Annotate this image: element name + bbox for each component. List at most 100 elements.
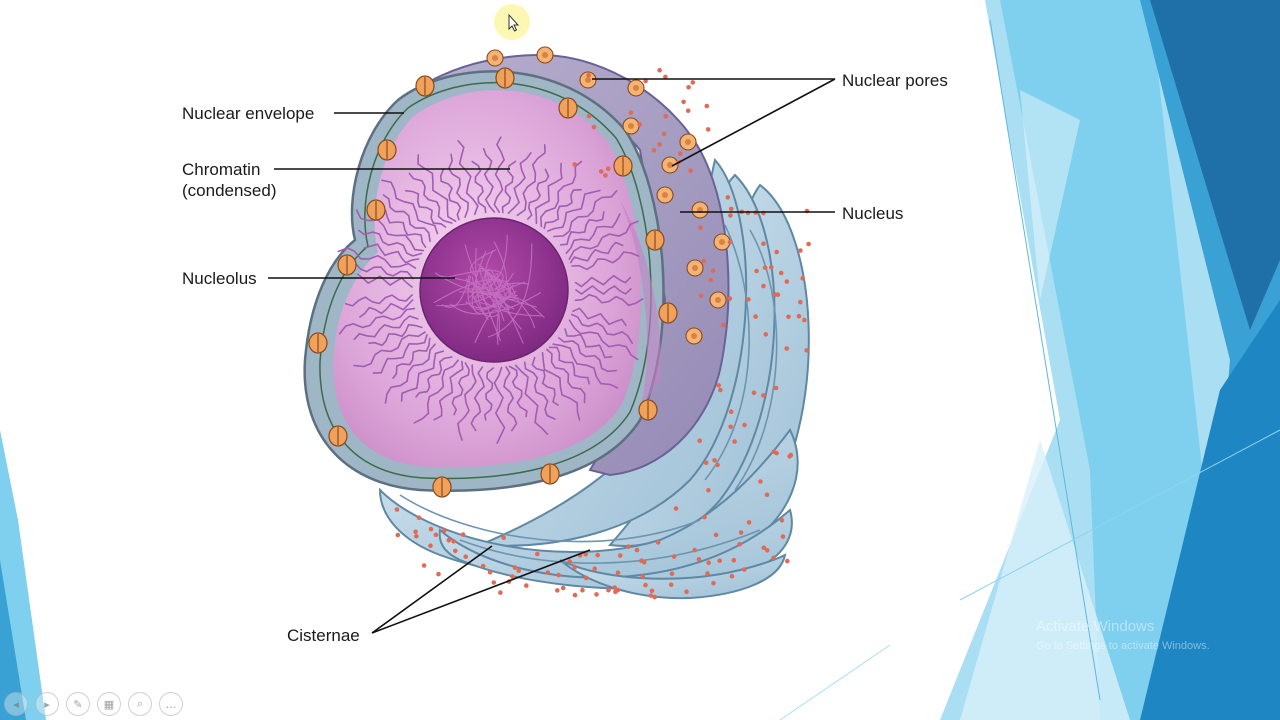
magnifier-icon: ⌕ bbox=[136, 697, 144, 710]
ribosome-dot bbox=[708, 277, 713, 283]
ribosome-dot bbox=[721, 322, 726, 328]
ribosome-dot bbox=[712, 458, 717, 463]
ribosome-dot bbox=[655, 540, 661, 545]
ribosome-dot bbox=[761, 393, 766, 398]
pen-button[interactable]: ✎ bbox=[66, 692, 90, 716]
ribosome-dot bbox=[697, 438, 702, 444]
ribosome-dot bbox=[727, 239, 733, 245]
ribosome-dot bbox=[785, 558, 790, 564]
ribosome-dot bbox=[640, 574, 645, 579]
ribosome-dot bbox=[738, 530, 744, 535]
ribosome-dot bbox=[512, 565, 518, 570]
ribosome-dot bbox=[572, 564, 578, 570]
ribosome-dot bbox=[706, 488, 711, 493]
nuclear-pore bbox=[709, 291, 727, 309]
ribosome-dot bbox=[395, 532, 401, 538]
ribosome-dot bbox=[746, 297, 751, 302]
nuclear-pore bbox=[308, 332, 328, 354]
ribosome-dot bbox=[606, 587, 611, 593]
ribosome-dot bbox=[657, 142, 662, 147]
ribosome-dot bbox=[634, 547, 640, 553]
ribosome-dot bbox=[516, 568, 521, 573]
ribosome-dot bbox=[702, 514, 707, 520]
ribosome-dot bbox=[705, 571, 710, 576]
ribosome-dot bbox=[524, 583, 529, 588]
activation-watermark-subtitle: Go to Settings to activate Windows. bbox=[1036, 640, 1210, 652]
prev-slide-button[interactable]: ◂ bbox=[4, 692, 28, 716]
nuclear-pore bbox=[656, 186, 674, 204]
ribosome-dot bbox=[615, 570, 621, 575]
ribosome-dot bbox=[498, 590, 503, 595]
next-slide-button[interactable]: ▸ bbox=[35, 692, 59, 716]
label-nucleus: Nucleus bbox=[842, 204, 904, 223]
ribosome-dot bbox=[713, 532, 719, 538]
pen-icon: ✎ bbox=[73, 697, 83, 711]
label-chromatin: Chromatin bbox=[182, 160, 261, 179]
nuclear-pore bbox=[536, 46, 554, 64]
ribosome-dot bbox=[584, 575, 589, 581]
ribosome-dot bbox=[692, 547, 697, 553]
ribosome-dot bbox=[428, 543, 433, 548]
ribosome-dot bbox=[510, 574, 515, 579]
ribosome-dot bbox=[784, 279, 790, 284]
nuclear-pore bbox=[658, 302, 678, 324]
nuclear-pore bbox=[638, 399, 658, 421]
ribosome-dot bbox=[779, 518, 785, 523]
ribosome-dot bbox=[780, 534, 786, 539]
mouse-cursor-icon bbox=[494, 4, 530, 40]
ribosome-dot bbox=[784, 346, 789, 351]
zoom-button[interactable]: ⌕ bbox=[128, 692, 152, 716]
nuclear-pore bbox=[685, 327, 703, 345]
ribosome-dot bbox=[651, 148, 657, 153]
label-cisternae: Cisternae bbox=[287, 626, 360, 645]
nuclear-pore bbox=[613, 155, 633, 177]
nuclear-pore bbox=[540, 463, 560, 485]
ribosome-dot bbox=[669, 571, 675, 576]
activation-watermark-title: Activate Windows bbox=[1036, 618, 1155, 635]
ribosome-dot bbox=[698, 293, 704, 299]
nuclear-pore bbox=[558, 97, 578, 119]
ribosome-dot bbox=[637, 122, 642, 127]
nuclear-pore-group bbox=[308, 46, 731, 498]
ribosome-dot bbox=[591, 124, 597, 130]
ribosome-dot bbox=[804, 348, 809, 353]
nuclear-pore bbox=[645, 229, 665, 251]
nuclear-pore bbox=[415, 75, 435, 97]
nuclear-pore bbox=[622, 117, 640, 135]
ribosome-dot bbox=[555, 588, 560, 593]
label-nuclear-pores: Nuclear pores bbox=[842, 71, 948, 90]
more-button[interactable]: … bbox=[159, 692, 183, 716]
nuclear-pore bbox=[627, 79, 645, 97]
ribosome-dot bbox=[788, 452, 794, 458]
ribosome-dot bbox=[706, 560, 711, 565]
ribosome-dots bbox=[394, 67, 811, 600]
ribosome-dot bbox=[786, 314, 791, 320]
ribosome-dot bbox=[703, 460, 709, 466]
ribosome-dot bbox=[754, 268, 759, 274]
ribosome-dot bbox=[413, 529, 418, 535]
ribosome-dot bbox=[641, 560, 647, 565]
ribosome-dot bbox=[729, 573, 735, 579]
slides-button[interactable]: ▦ bbox=[97, 692, 121, 716]
ribosome-dot bbox=[661, 131, 667, 137]
ribosome-dot bbox=[716, 383, 721, 388]
ribosome-dot bbox=[762, 265, 768, 270]
ribosome-dot bbox=[460, 532, 466, 537]
ribosome-dot bbox=[764, 492, 770, 498]
ribosome-dot bbox=[612, 585, 618, 590]
ribosome-dot bbox=[583, 551, 588, 557]
ribosome-dot bbox=[717, 558, 722, 563]
er-lumen-lines bbox=[399, 224, 778, 564]
ribosome-dot bbox=[732, 439, 737, 444]
ribosome-dot bbox=[731, 557, 737, 563]
ribosome-dot bbox=[605, 166, 611, 171]
ribosome-dot bbox=[773, 385, 779, 391]
nuclear-pore bbox=[713, 233, 731, 251]
ribosome-dot bbox=[685, 108, 691, 113]
ribosome-dot bbox=[727, 296, 733, 301]
ribosome-dot bbox=[704, 103, 710, 109]
ribosome-dot bbox=[763, 332, 769, 337]
ribosome-dot bbox=[737, 542, 742, 547]
ribosome-dot bbox=[603, 173, 608, 178]
ribosome-dot bbox=[414, 534, 419, 539]
